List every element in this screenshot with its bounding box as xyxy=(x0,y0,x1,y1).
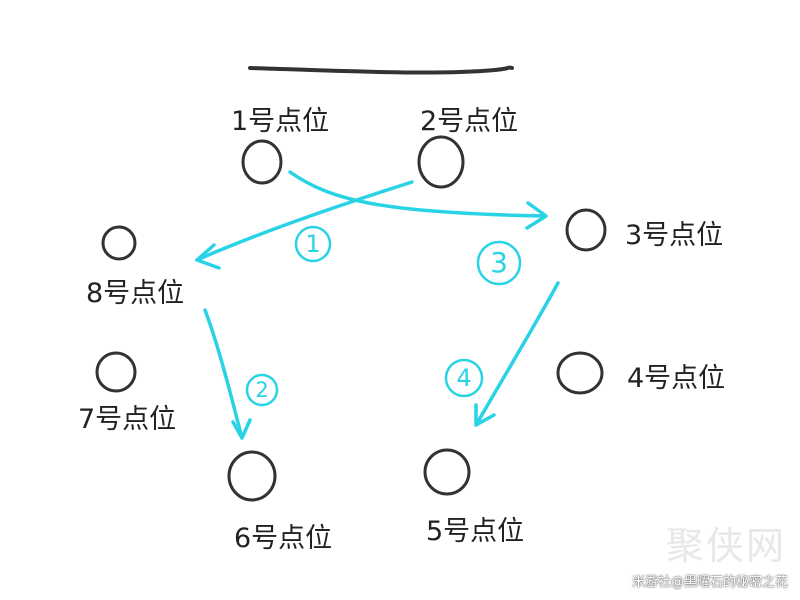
point-7-circle xyxy=(95,351,137,393)
arrow-1 xyxy=(195,180,414,262)
point-5-circle xyxy=(423,448,471,496)
point-5-label: 5号点位 xyxy=(426,516,525,547)
point-8-circle xyxy=(101,225,137,261)
point-4-label: 4号点位 xyxy=(627,363,726,394)
point-4-circle xyxy=(556,351,604,395)
point-3-label: 3号点位 xyxy=(625,220,724,251)
step-4-number: 4 xyxy=(456,364,472,392)
point-7-label: 7号点位 xyxy=(78,404,177,435)
arrow-1-head xyxy=(195,243,221,270)
point-1-circle xyxy=(241,139,283,185)
arrow-3-head xyxy=(525,201,548,230)
step-3-circle xyxy=(476,240,522,286)
step-2-circle xyxy=(245,373,279,407)
point-2-label: 2号点位 xyxy=(420,106,519,137)
step-1-circle xyxy=(294,225,332,263)
point-1-label: 1号点位 xyxy=(231,106,330,137)
step-4-circle xyxy=(444,358,484,398)
arrow-2 xyxy=(203,308,244,440)
top-wall-line xyxy=(248,65,514,75)
point-6-label: 6号点位 xyxy=(234,523,333,554)
point-8-label: 8号点位 xyxy=(86,278,185,309)
step-1-number: 1 xyxy=(305,230,321,258)
arrow-4-head xyxy=(474,403,496,427)
author-watermark: 米游社@黑曜石的秘密之花 xyxy=(631,575,788,590)
step-2-number: 2 xyxy=(255,378,269,402)
point-6-circle xyxy=(227,450,277,502)
point-3-circle xyxy=(565,208,607,252)
arrow-2-head xyxy=(231,418,252,440)
step-3-number: 3 xyxy=(490,246,508,279)
arrow-4 xyxy=(474,281,560,427)
point-2-circle xyxy=(417,135,465,189)
arrow-3 xyxy=(288,170,547,218)
site-watermark: 聚侠网 xyxy=(665,524,786,568)
